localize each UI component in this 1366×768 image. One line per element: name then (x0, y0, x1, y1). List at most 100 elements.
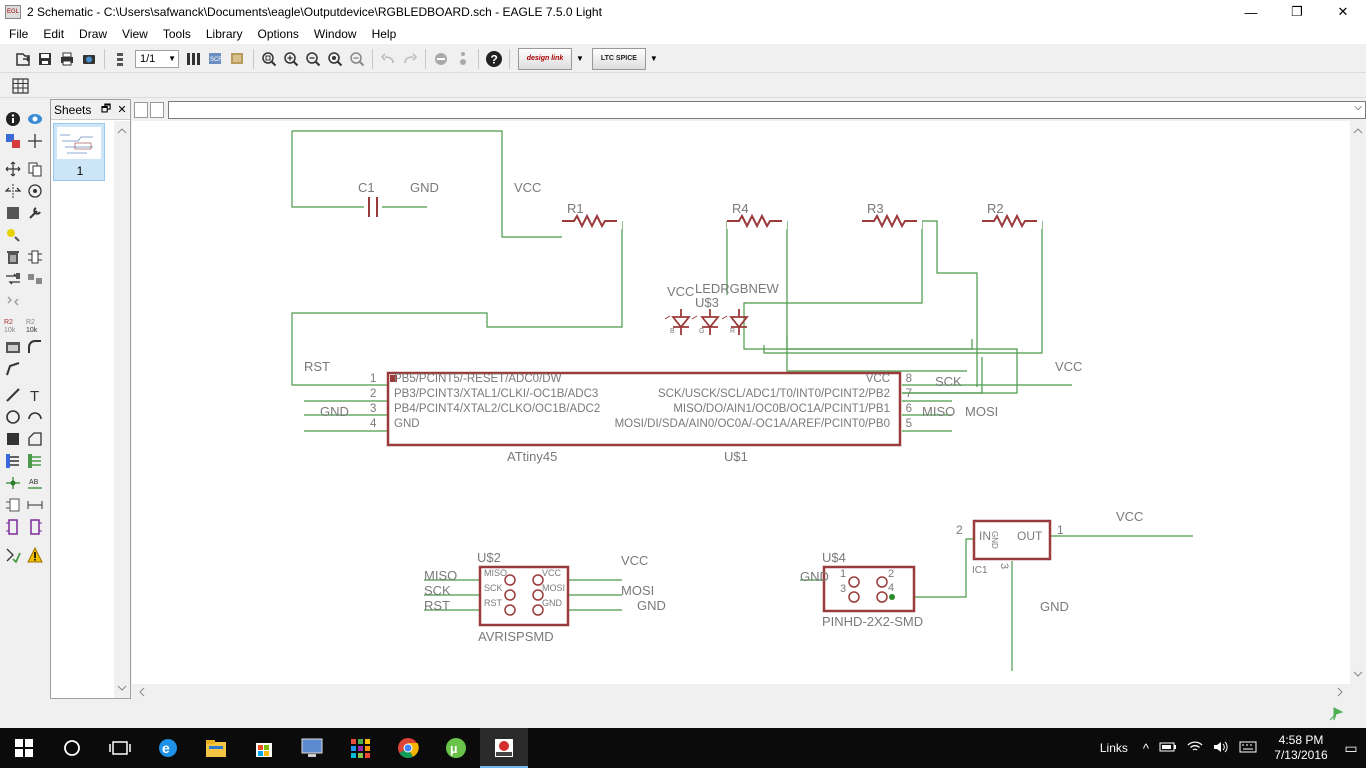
change-icon[interactable] (25, 203, 45, 223)
chevron-up-icon[interactable]: ^ (1142, 740, 1149, 756)
capacitor-c1[interactable] (364, 197, 382, 217)
start-button[interactable] (0, 728, 48, 768)
menu-view[interactable]: View (122, 27, 148, 41)
move-icon[interactable] (3, 159, 23, 179)
search-button[interactable] (48, 728, 96, 768)
grid-icon[interactable] (10, 75, 32, 97)
menu-help[interactable]: Help (371, 27, 397, 41)
ltspice-button[interactable]: LTC SPICE (591, 47, 646, 70)
canvas-horizontal-scrollbar[interactable] (132, 684, 1350, 700)
resistor-r4[interactable] (726, 213, 787, 229)
zoom-fit-icon[interactable] (258, 48, 280, 70)
mark-icon[interactable] (25, 131, 45, 151)
pinswap-icon[interactable] (3, 269, 23, 289)
cam-processor-icon[interactable] (78, 48, 100, 70)
eagle-taskbar-icon[interactable] (480, 728, 528, 768)
errors-warning-icon[interactable] (25, 545, 45, 565)
sheets-scrollbar[interactable] (114, 121, 130, 698)
minimize-button[interactable]: — (1244, 4, 1258, 20)
info-icon[interactable] (3, 109, 23, 129)
ulp-icon[interactable] (227, 48, 249, 70)
rectangle-icon[interactable] (3, 429, 23, 449)
net-icon[interactable] (25, 451, 45, 471)
rotate-icon[interactable] (25, 181, 45, 201)
sheet-select[interactable]: 1/1▼ (135, 49, 179, 68)
menu-edit[interactable]: Edit (43, 27, 65, 41)
canvas-vertical-scrollbar[interactable] (1350, 121, 1366, 684)
command-input[interactable] (168, 100, 1366, 119)
maximize-button[interactable]: ❐ (1291, 4, 1303, 19)
display-layers-icon[interactable] (3, 131, 23, 151)
save-icon[interactable] (34, 48, 56, 70)
replace-icon[interactable] (3, 291, 23, 311)
polygon-icon[interactable] (25, 429, 45, 449)
open-icon[interactable] (12, 48, 34, 70)
remote-desktop-icon[interactable] (288, 728, 336, 768)
regulator-ic1[interactable] (972, 519, 1052, 561)
close-panel-button[interactable]: ✕ (117, 104, 127, 116)
wire-icon[interactable] (3, 385, 23, 405)
text-icon[interactable]: T (25, 385, 45, 405)
redraw-icon[interactable] (324, 48, 346, 70)
clock[interactable]: 4:58 PM 7/13/2016 (1266, 733, 1336, 763)
frame-icon[interactable] (3, 517, 23, 537)
show-icon[interactable] (25, 109, 45, 129)
stop-icon[interactable] (430, 48, 452, 70)
zoom-out-icon[interactable] (302, 48, 324, 70)
volume-icon[interactable] (1213, 740, 1229, 757)
zoom-select-icon[interactable] (346, 48, 368, 70)
utorrent-icon[interactable]: µ (432, 728, 480, 768)
links-toolbar[interactable]: Links (1099, 741, 1128, 755)
menu-options[interactable]: Options (257, 27, 299, 41)
file-explorer-icon[interactable] (192, 728, 240, 768)
attribute-icon[interactable] (3, 495, 23, 515)
resistor-r2[interactable] (981, 213, 1042, 229)
circle-icon[interactable] (3, 407, 23, 427)
menu-library[interactable]: Library (205, 27, 243, 41)
redo-icon[interactable] (399, 48, 421, 70)
rgb-led-u3[interactable] (664, 309, 749, 335)
sheet-stack-icon[interactable] (109, 48, 131, 70)
arc-icon[interactable] (25, 407, 45, 427)
menu-file[interactable]: File (9, 27, 29, 41)
app-grid-icon[interactable] (336, 728, 384, 768)
design-link-button[interactable]: design link (518, 47, 572, 70)
help-icon[interactable]: ? (483, 48, 505, 70)
command-history-box-2[interactable] (150, 101, 164, 118)
battery-icon[interactable] (1159, 741, 1177, 756)
print-icon[interactable] (56, 48, 78, 70)
add-icon[interactable] (25, 247, 45, 267)
delete-icon[interactable] (3, 247, 23, 267)
gateswap-icon[interactable] (25, 269, 45, 289)
command-history-box[interactable] (134, 101, 148, 118)
wifi-icon[interactable] (1187, 740, 1203, 756)
dimension-icon[interactable] (25, 495, 45, 515)
pinhd-u4[interactable] (822, 565, 916, 613)
miter-icon[interactable] (25, 337, 45, 357)
chevron-down-icon[interactable]: ▼ (576, 54, 584, 63)
resistor-r1[interactable] (561, 213, 622, 229)
paste-icon[interactable] (3, 225, 23, 245)
group-icon[interactable] (3, 203, 23, 223)
edge-browser-icon[interactable]: e (144, 728, 192, 768)
chevron-down-icon[interactable]: ▼ (649, 54, 658, 63)
keyboard-icon[interactable] (1239, 741, 1257, 756)
menu-tools[interactable]: Tools (162, 27, 191, 41)
zoom-in-icon[interactable] (280, 48, 302, 70)
store-icon[interactable] (240, 728, 288, 768)
menu-draw[interactable]: Draw (79, 27, 108, 41)
attiny45-u1[interactable] (386, 371, 902, 447)
notifications-icon[interactable]: ▭ (1344, 739, 1358, 756)
erc-icon[interactable] (3, 545, 23, 565)
schematic-canvas[interactable]: C1 GND VCC R1 R4 R3 R2 VCC LEDRGBNEW U$3… (132, 121, 1350, 684)
undo-icon[interactable] (377, 48, 399, 70)
split-icon[interactable] (3, 359, 23, 379)
smash-icon[interactable] (3, 337, 23, 357)
menu-window[interactable]: Window (313, 27, 357, 41)
task-view-button[interactable] (96, 728, 144, 768)
bus-icon[interactable] (3, 451, 23, 471)
float-panel-button[interactable]: 🗗 (100, 103, 112, 115)
avrisp-u2[interactable] (478, 565, 570, 627)
